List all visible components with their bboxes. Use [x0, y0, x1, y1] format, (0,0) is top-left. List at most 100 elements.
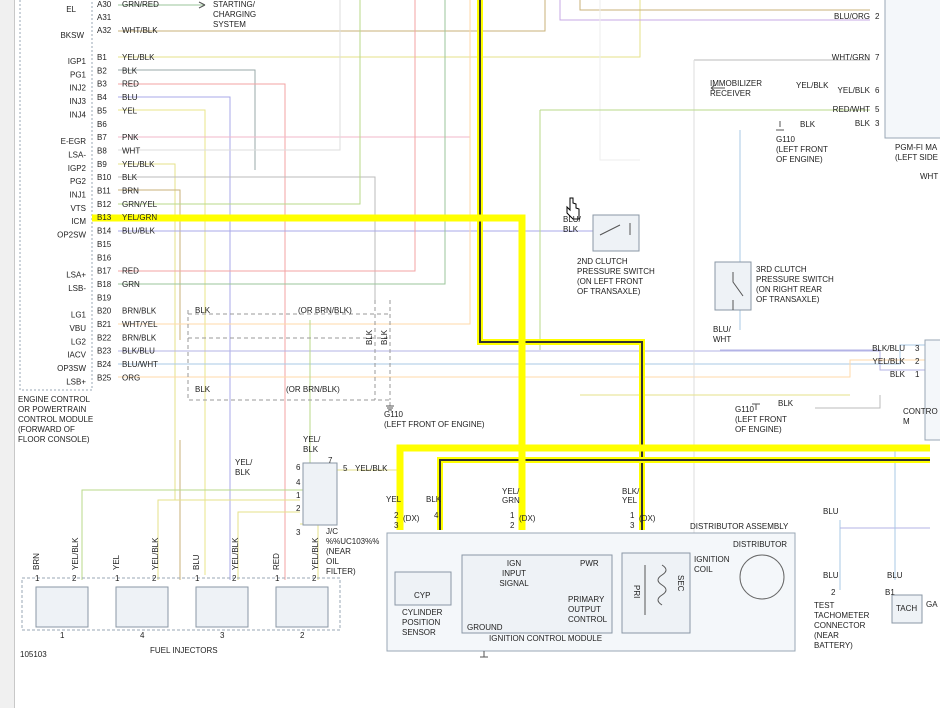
ecm-pin-number: B3	[97, 80, 107, 89]
ecm-pin-name: IACV	[67, 351, 86, 360]
ecm-pin-name: ICM	[71, 217, 86, 226]
ecm-pin-name: INJ2	[70, 84, 87, 93]
ecm-pin-wire-color: YEL/BLK	[122, 160, 155, 169]
injector-pin-2: 2	[312, 574, 317, 583]
wire-a30: GRN/RED	[122, 0, 159, 9]
ecm-pin-wire-color: BLU/WHT	[122, 360, 158, 369]
pgm-fi-wire-color: YEL/BLK	[838, 86, 871, 95]
ecm-pin-number: B4	[97, 93, 107, 102]
ecm-pin-name: LG2	[71, 337, 87, 346]
injector-pin-2: 2	[72, 574, 77, 583]
label-or-brn-blk-2: (OR BRN/BLK)	[286, 385, 340, 394]
ecm-pin-name: IGP2	[68, 164, 87, 173]
coil-winding-icon	[644, 564, 667, 615]
jc-wire-left: YEL/BLK	[235, 458, 253, 477]
ecm-pin-name: IGP1	[68, 57, 87, 66]
ecm-pin-number: B5	[97, 106, 107, 115]
wire-a32: WHT/BLK	[122, 26, 158, 35]
distributor-input-wire: YEL/	[502, 487, 520, 496]
ecm-pin-name: PG2	[70, 177, 87, 186]
jc-out-wire: YEL/BLK	[355, 464, 388, 473]
arrow-icon	[198, 1, 206, 9]
injector-wire-2: YEL/BLK	[151, 537, 160, 570]
injector-number: 1	[60, 631, 65, 640]
highlighted-circuits	[92, 0, 930, 530]
ecm-pin-number: B1	[97, 53, 107, 62]
pin-name-bksw: BKSW	[60, 31, 84, 40]
ecm-pin-number: B14	[97, 227, 112, 236]
distributor-input-wire: GRN	[502, 496, 520, 505]
pin-a30: A30	[97, 0, 112, 9]
ecm-pin-wire-color: BLK	[122, 66, 138, 75]
ecm-pin-number: B15	[97, 240, 112, 249]
ecm-pin-wire-color: BLU/BLK	[122, 227, 156, 236]
pgm-fi-wire-color: BLU/ORG	[834, 12, 870, 21]
distributor-dx: (DX)	[639, 514, 656, 523]
ecm-pin-name: INJ3	[70, 97, 87, 106]
pin-a31: A31	[97, 13, 112, 22]
ecm-pin-number: B6	[97, 120, 107, 129]
ground-symbol-icon	[480, 651, 488, 658]
ecm-pin-number: B23	[97, 347, 112, 356]
label-blk-v1: BLK	[365, 329, 374, 345]
ecm-pin-name: OP3SW	[57, 364, 86, 373]
ecm-pin-name: LSA-	[68, 150, 86, 159]
ecm-pin-number: B16	[97, 253, 112, 262]
cyp-box	[394, 571, 452, 606]
ecm-pin-name: LSA+	[66, 271, 86, 280]
injector-wire-1: BLU	[192, 554, 201, 570]
pgm-fi-label: PGM-FI MA(LEFT SIDE C	[895, 143, 940, 162]
g110-left-label: G110(LEFT FRONT OF ENGINE)	[384, 410, 485, 429]
jc-pin-top: 7	[328, 456, 333, 465]
jc-pin: 2	[296, 504, 301, 513]
tach-b1: B1	[885, 588, 895, 597]
ecm-pin-wire-color: GRN/YEL	[122, 200, 158, 209]
ecm-pin-name: LG1	[71, 311, 87, 320]
viewer-scroll-gutter[interactable]	[0, 0, 15, 708]
jc-pin: 4	[296, 478, 301, 487]
ecm-pin-number: B13	[97, 213, 112, 222]
jc-wire-top: YEL/BLK	[303, 435, 321, 454]
icm-box	[461, 554, 613, 634]
tach-box	[891, 594, 923, 624]
distributor-cap-icon	[739, 554, 785, 600]
clutch3-wire: BLU/WHT	[713, 325, 732, 344]
distributor-pin-a: 1	[510, 511, 515, 520]
ecm-pin-wire-color: BLK	[122, 173, 138, 182]
distributor-pin-a: 4	[434, 511, 439, 520]
distributor-pin-a: 1	[630, 511, 635, 520]
pgm-fi-wire-color: RED/WHT	[833, 105, 870, 114]
distributor-input-wire: BLK/	[622, 487, 640, 496]
ground-symbol-icon	[776, 121, 784, 131]
ecm-pin-wire-color: RED	[122, 267, 139, 276]
injector-pin-1: 1	[35, 574, 40, 583]
jc-pin: 1	[296, 491, 301, 500]
fuel-injectors-label: FUEL INJECTORS	[150, 646, 218, 655]
jc-out-pin: 5	[343, 464, 348, 473]
ecm-pin-wire-color: YEL	[122, 106, 138, 115]
pgm-fi-wire-color: WHT/GRN	[832, 53, 870, 62]
injector-wire-1: RED	[272, 553, 281, 570]
injector-4-box	[115, 586, 169, 628]
distributor-dx: (DX)	[519, 514, 536, 523]
distributor-label: DISTRIBUTOR	[733, 540, 787, 549]
2nd-clutch-switch-icon	[592, 214, 640, 252]
fuel-injectors-group	[21, 577, 341, 631]
injector-wire-1: BRN	[32, 553, 41, 570]
ga-label: GA	[926, 600, 938, 609]
ecm-pin-wire-color: WHT	[122, 146, 140, 155]
ecm-pin-wire-color: BLU	[122, 93, 138, 102]
injector-wire-2: YEL/BLK	[71, 537, 80, 570]
clutch2-wire: BLU/BLK	[563, 215, 582, 234]
